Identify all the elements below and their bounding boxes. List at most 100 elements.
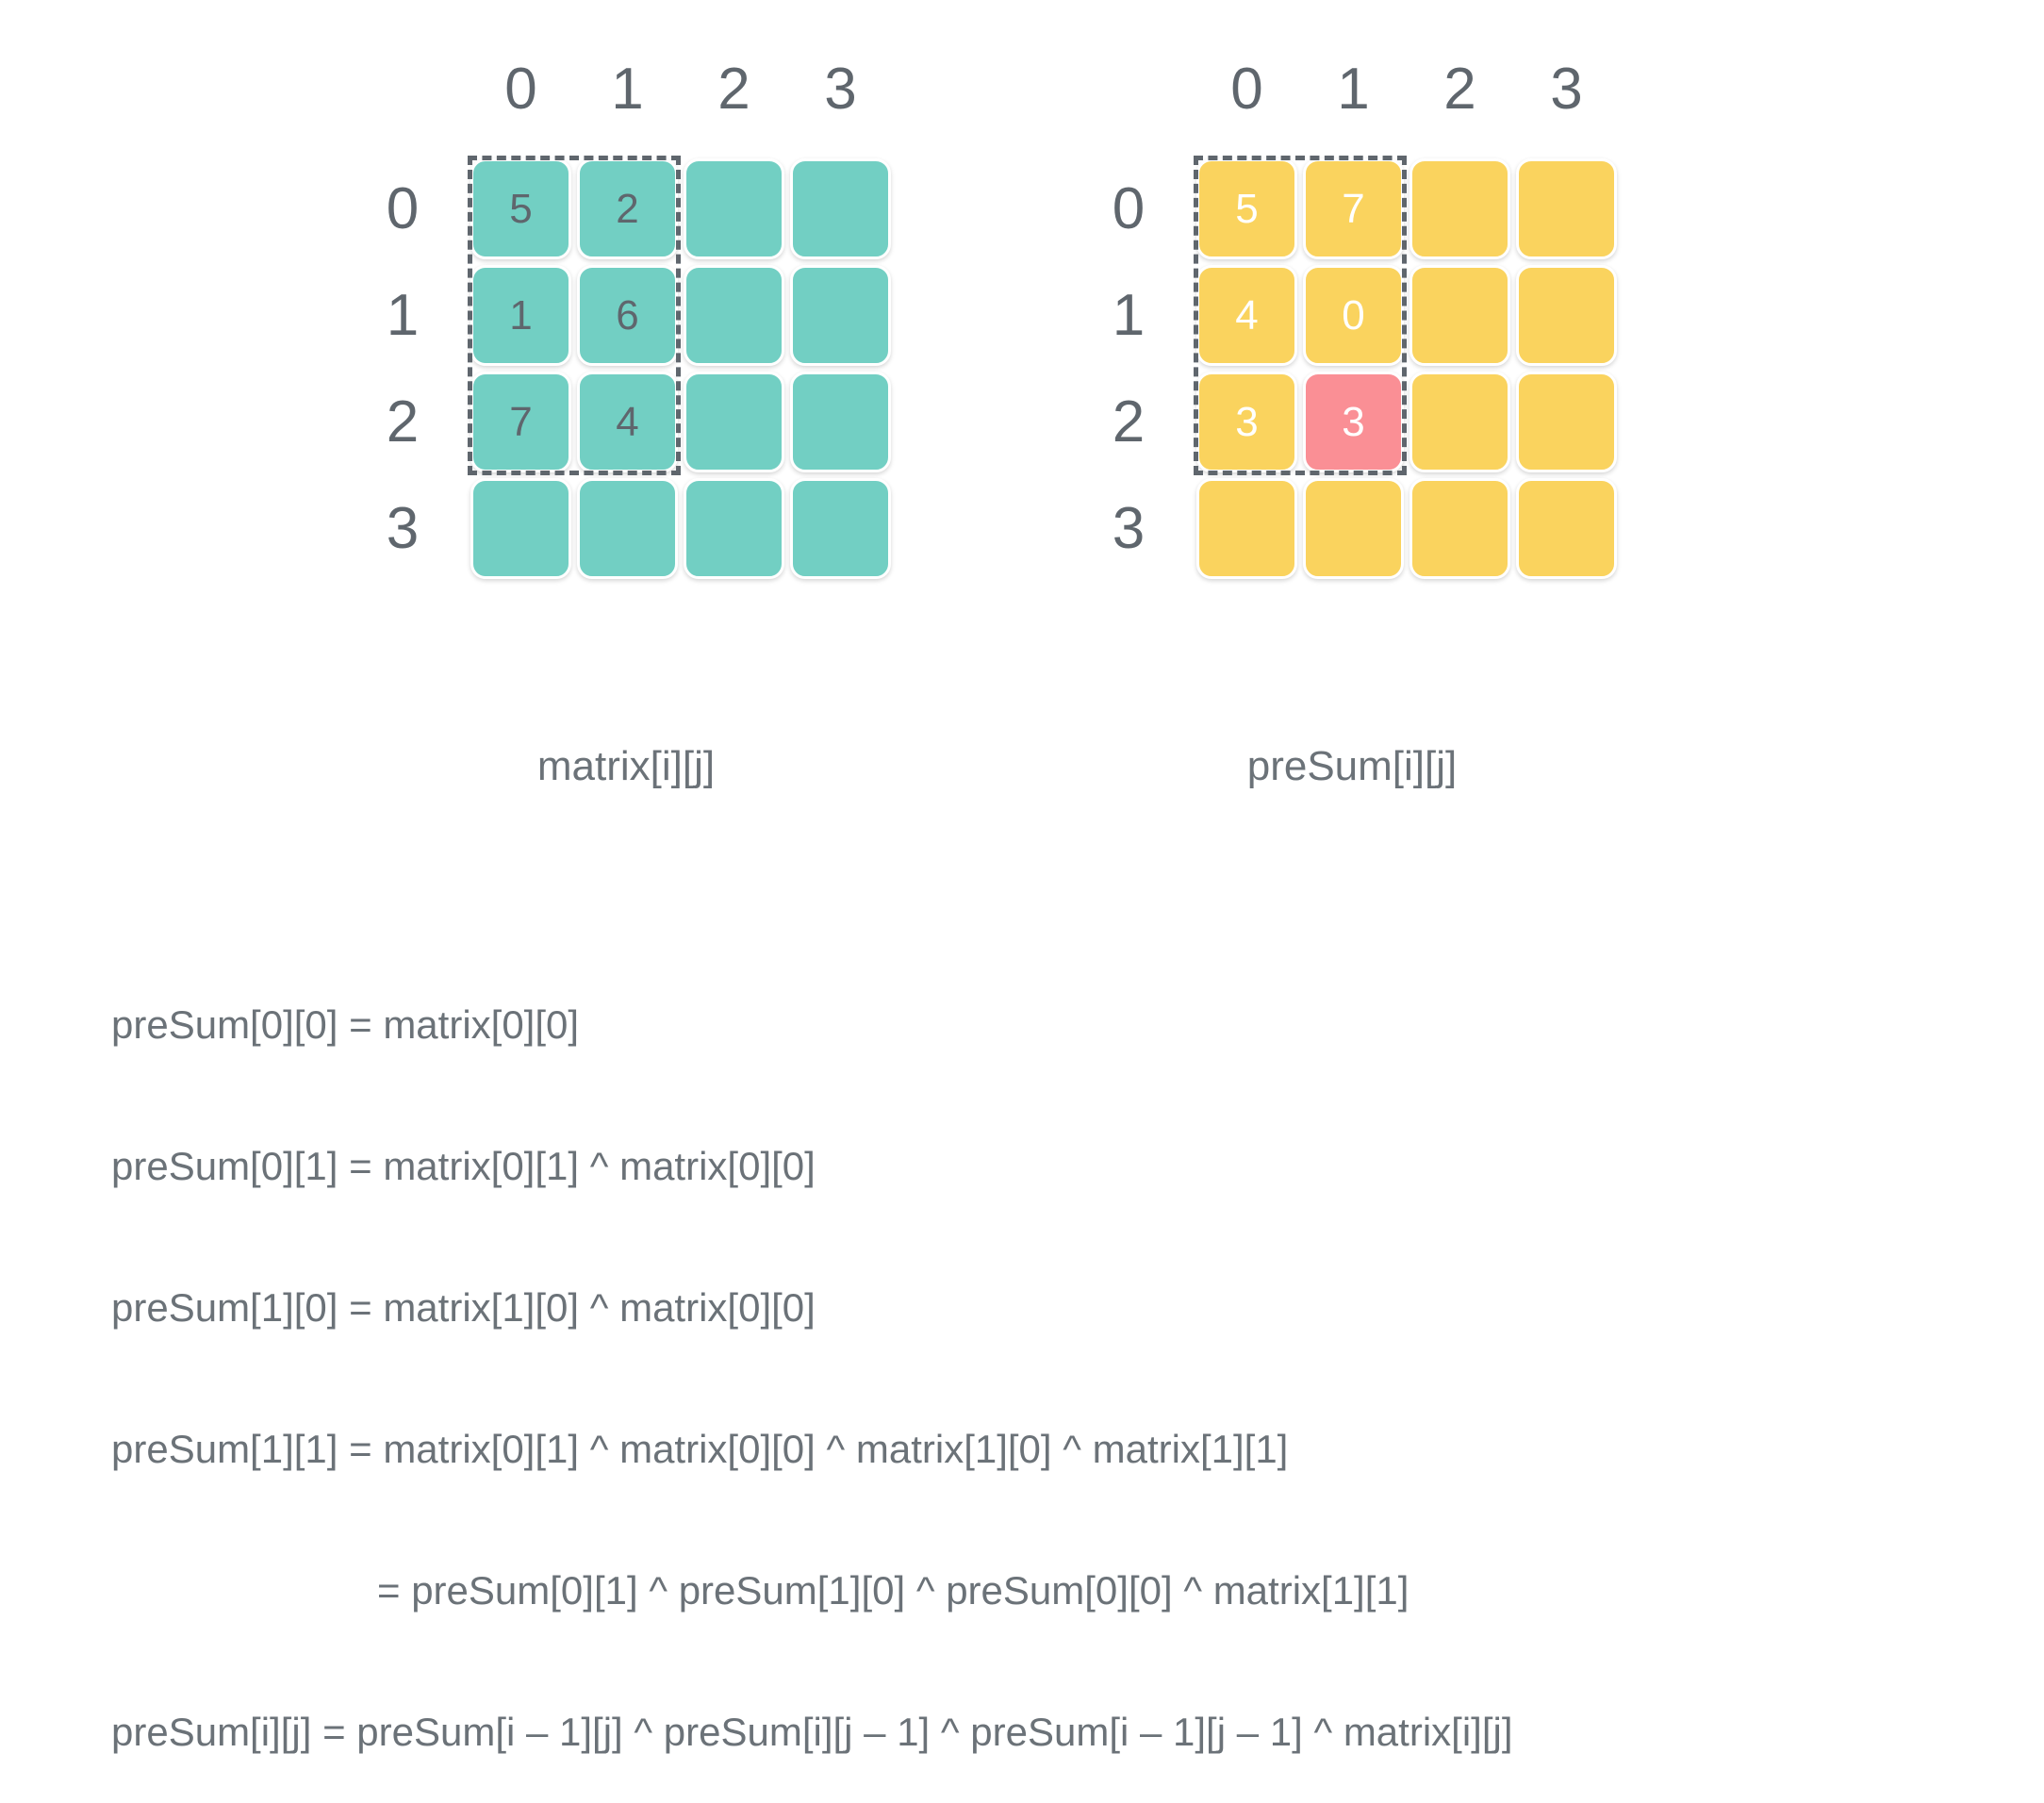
presum-cell-1-3[interactable] bbox=[1513, 262, 1620, 369]
matrix-row bbox=[468, 475, 894, 582]
presum-row-header-2: 2 bbox=[1112, 389, 1146, 455]
presum-cell-0-2[interactable] bbox=[1407, 156, 1513, 262]
matrix-col-header-1: 1 bbox=[611, 57, 644, 122]
presum-cell-2-2[interactable] bbox=[1407, 369, 1513, 475]
matrix-col-header-0: 0 bbox=[504, 57, 537, 122]
cell-value: 2 bbox=[616, 185, 639, 232]
presum-cell-3-3[interactable] bbox=[1513, 475, 1620, 582]
presum-cell-0-0[interactable]: 5 bbox=[1194, 156, 1300, 262]
matrix-cell-1-2[interactable] bbox=[681, 262, 787, 369]
presum-cell-1-2[interactable] bbox=[1407, 262, 1513, 369]
cell-tile bbox=[684, 372, 784, 472]
cell-tile bbox=[470, 158, 571, 259]
presum-cell-2-3[interactable] bbox=[1513, 369, 1620, 475]
matrix-cell-2-1[interactable]: 4 bbox=[574, 369, 681, 475]
presum-cell-1-1[interactable]: 0 bbox=[1300, 262, 1407, 369]
matrix-row: 1 6 bbox=[468, 262, 894, 369]
matrix-cells-wrap: 5 2 1 6 7 4 bbox=[468, 156, 894, 582]
matrix-row-header-1: 1 bbox=[386, 283, 420, 348]
presum-grid-body: 0 1 2 3 5 7 4 0 bbox=[1084, 156, 1620, 582]
presum-cell-3-0[interactable] bbox=[1194, 475, 1300, 582]
presum-cell-3-2[interactable] bbox=[1407, 475, 1513, 582]
cell-value: 5 bbox=[1235, 185, 1259, 232]
presum-cell-2-0[interactable]: 3 bbox=[1194, 369, 1300, 475]
presum-col-header-2: 2 bbox=[1443, 57, 1476, 122]
matrix-row-headers: 0 1 2 3 bbox=[358, 156, 468, 582]
formula-line-3: preSum[1][0] = matrix[1][0] ^ matrix[0][… bbox=[111, 1285, 816, 1330]
matrix-row: 5 2 bbox=[468, 156, 894, 262]
matrix-cell-2-0[interactable]: 7 bbox=[468, 369, 574, 475]
matrix-cell-1-0[interactable]: 1 bbox=[468, 262, 574, 369]
presum-caption: preSum[i][j] bbox=[1246, 743, 1458, 789]
presum-col-header-3: 3 bbox=[1550, 57, 1583, 122]
formula-line-6: preSum[i][j] = preSum[i – 1][j] ^ preSum… bbox=[111, 1710, 1513, 1754]
matrix-cell-0-3[interactable] bbox=[787, 156, 894, 262]
matrix-cell-1-1[interactable]: 6 bbox=[574, 262, 681, 369]
cell-tile bbox=[1516, 265, 1617, 366]
cell-tile bbox=[1409, 478, 1510, 579]
matrix-row-header-2: 2 bbox=[386, 389, 420, 455]
presum-row bbox=[1194, 475, 1620, 582]
cell-tile bbox=[470, 265, 571, 366]
cell-tile bbox=[1409, 265, 1510, 366]
cell-tile bbox=[1196, 478, 1297, 579]
formula-line-2: preSum[0][1] = matrix[0][1] ^ matrix[0][… bbox=[111, 1144, 816, 1188]
matrix-row-header-3: 3 bbox=[386, 496, 420, 561]
cell-tile bbox=[790, 265, 891, 366]
matrix-cell-0-2[interactable] bbox=[681, 156, 787, 262]
cell-value: 1 bbox=[509, 291, 533, 339]
matrix-cell-2-2[interactable] bbox=[681, 369, 787, 475]
matrix-row: 7 4 bbox=[468, 369, 894, 475]
matrix-cell-0-0[interactable]: 5 bbox=[468, 156, 574, 262]
matrix-cell-3-0[interactable] bbox=[468, 475, 574, 582]
matrix-cell-3-3[interactable] bbox=[787, 475, 894, 582]
presum-cell-3-1[interactable] bbox=[1300, 475, 1407, 582]
matrix-row-header-0: 0 bbox=[386, 176, 420, 241]
presum-row: 5 7 bbox=[1194, 156, 1620, 262]
matrix-cell-0-1[interactable]: 2 bbox=[574, 156, 681, 262]
cell-tile bbox=[684, 478, 784, 579]
matrix-column-headers: 0 1 2 3 bbox=[468, 57, 894, 123]
formula-line-4: preSum[1][1] = matrix[0][1] ^ matrix[0][… bbox=[111, 1427, 1289, 1471]
presum-cell-0-1[interactable]: 7 bbox=[1300, 156, 1407, 262]
presum-col-header-1: 1 bbox=[1337, 57, 1370, 122]
formula-list: preSum[0][0] = matrix[0][0] preSum[0][1]… bbox=[111, 907, 1513, 1803]
cell-value: 6 bbox=[616, 291, 639, 339]
presum-row-header-1: 1 bbox=[1112, 283, 1146, 348]
matrix-cell-3-2[interactable] bbox=[681, 475, 787, 582]
cell-value: 4 bbox=[1235, 291, 1259, 339]
formula-line-5: = preSum[0][1] ^ preSum[1][0] ^ preSum[0… bbox=[377, 1568, 1409, 1613]
cell-value: 3 bbox=[1235, 398, 1259, 445]
presum-row-header-0: 0 bbox=[1112, 176, 1146, 241]
presum-cell-0-3[interactable] bbox=[1513, 156, 1620, 262]
cell-tile bbox=[684, 265, 784, 366]
cell-value: 7 bbox=[509, 398, 533, 445]
matrix-cell-3-1[interactable] bbox=[574, 475, 681, 582]
matrix-cell-1-3[interactable] bbox=[787, 262, 894, 369]
cell-tile bbox=[790, 158, 891, 259]
matrix-cell-2-3[interactable] bbox=[787, 369, 894, 475]
cell-tile bbox=[577, 478, 678, 579]
presum-cells: 5 7 4 0 3 3 bbox=[1194, 156, 1620, 582]
cell-tile bbox=[1303, 478, 1404, 579]
cell-value: 3 bbox=[1342, 398, 1365, 445]
matrix-grid-body: 0 1 2 3 5 2 1 6 bbox=[358, 156, 894, 582]
presum-cell-2-1-highlighted[interactable]: 3 bbox=[1300, 369, 1407, 475]
cell-value: 0 bbox=[1342, 291, 1365, 339]
cell-tile bbox=[470, 478, 571, 579]
cell-tile bbox=[1196, 265, 1297, 366]
presum-cells-wrap: 5 7 4 0 3 3 bbox=[1194, 156, 1620, 582]
cell-value: 4 bbox=[616, 398, 639, 445]
matrix-col-header-2: 2 bbox=[717, 57, 750, 122]
cell-tile bbox=[1409, 158, 1510, 259]
presum-row-headers: 0 1 2 3 bbox=[1084, 156, 1194, 582]
presum-row: 4 0 bbox=[1194, 262, 1620, 369]
cell-tile bbox=[1516, 158, 1617, 259]
cell-tile bbox=[1196, 158, 1297, 259]
cell-tile bbox=[1516, 478, 1617, 579]
presum-cell-1-0[interactable]: 4 bbox=[1194, 262, 1300, 369]
matrix-cells: 5 2 1 6 7 4 bbox=[468, 156, 894, 582]
cell-tile bbox=[790, 372, 891, 472]
cell-value: 5 bbox=[509, 185, 533, 232]
grids-area: 0 1 2 3 0 1 2 3 5 2 bbox=[0, 0, 2044, 830]
